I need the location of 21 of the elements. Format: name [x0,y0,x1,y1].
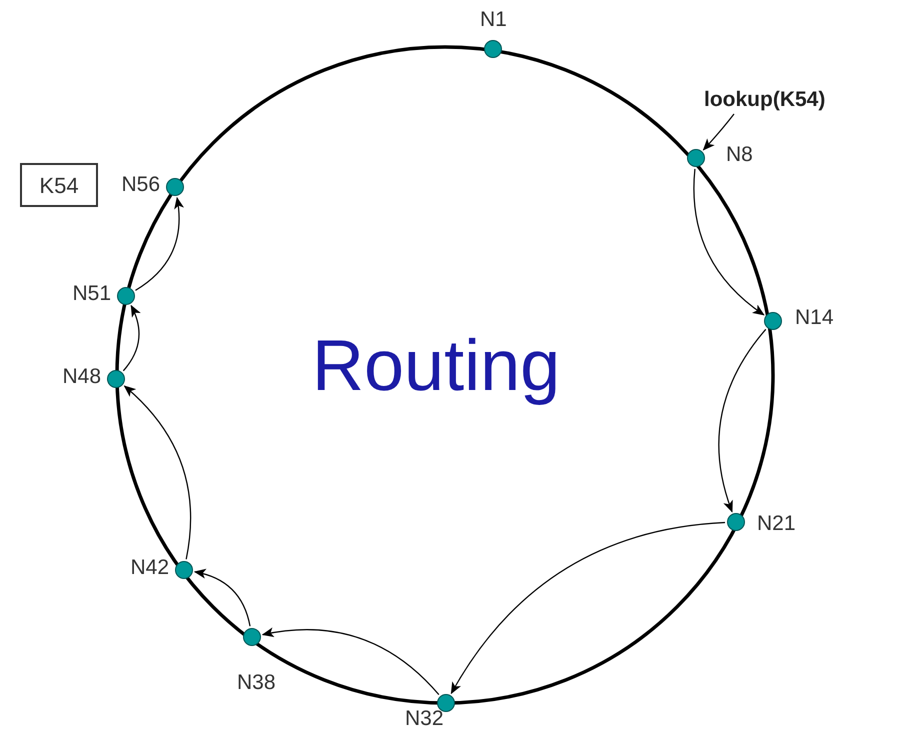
lookup-label: lookup(K54) [704,86,884,114]
arrow [135,196,184,291]
node-label: N42 [130,557,169,578]
node-label: N38 [237,672,276,693]
node-label: N21 [757,513,796,534]
node-label: N14 [795,307,834,328]
arrow [194,569,251,626]
arrow [450,522,726,694]
node-label: N1 [480,9,507,30]
node-label: N8 [726,144,753,165]
key-box: K54 [20,163,98,207]
arrow [693,168,765,316]
node-label: N32 [405,708,444,729]
arrow [262,628,440,696]
node-label: N51 [72,283,111,304]
arrow [124,385,192,560]
node-label: N48 [62,366,101,387]
arrow [718,328,766,513]
arrow [122,304,140,372]
node-label: N56 [121,174,160,195]
arrow [702,114,734,151]
